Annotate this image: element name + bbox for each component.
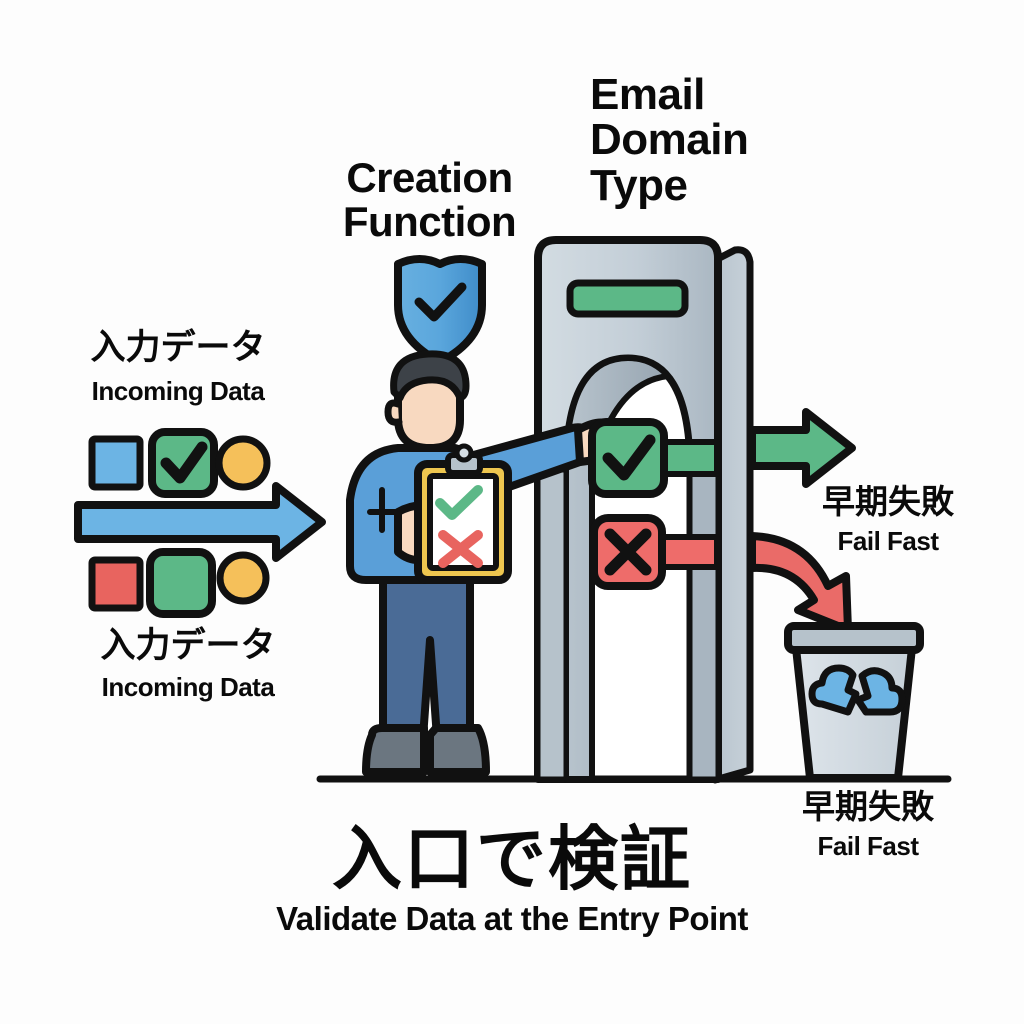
broken-cloud-icon <box>808 664 906 716</box>
gate-right-jamb <box>687 467 721 782</box>
green-square-icon <box>146 548 216 618</box>
person-left-shoe <box>362 724 428 776</box>
validation-gate <box>534 236 754 784</box>
label-gate-fields: Email Domain Type <box>590 70 749 210</box>
check-badge-icon <box>588 418 720 498</box>
clipboard-icon <box>414 443 512 584</box>
label-fail-fast-jp-top: 早期失敗 <box>822 483 954 520</box>
gate-side-panel <box>696 246 754 784</box>
blue-square-icon <box>88 435 144 491</box>
label-creation-function: Creation Function <box>342 154 517 246</box>
gate-indicator-bar <box>566 279 689 318</box>
label-fail-fast-en-bottom: Fail Fast <box>817 831 919 861</box>
clipboard-check-mark <box>435 485 483 520</box>
reject-cross-mark <box>604 528 652 576</box>
incoming-data-arrow <box>74 482 326 562</box>
label-incoming-data-en-top: Incoming Data <box>91 376 265 406</box>
person-right-shoe <box>426 724 490 776</box>
label-fail-fast-en-top: Fail Fast <box>837 526 939 556</box>
cross-badge-icon <box>590 514 720 590</box>
label-incoming-data-en-bottom: Incoming Data <box>101 672 275 702</box>
label-incoming-data-jp-bottom: 入力データ <box>100 626 276 665</box>
bin-lid <box>784 622 924 654</box>
caption-title-en: Validate Data at the Entry Point <box>276 900 748 937</box>
gate-left-jamb <box>535 467 569 782</box>
clipboard-cross-mark <box>438 530 483 568</box>
person-hair <box>390 350 470 402</box>
incoming-shapes-bottom <box>88 548 270 618</box>
label-fail-fast-jp-bottom: 早期失敗 <box>802 788 934 825</box>
green-square-check-mark <box>160 441 208 484</box>
shield-check-icon <box>394 255 486 366</box>
yellow-circle-icon <box>215 435 271 491</box>
caption-title-jp: 入口で検証 <box>332 820 692 898</box>
yellow-circle-icon-2 <box>216 551 270 605</box>
red-square-icon <box>88 556 144 612</box>
incoming-shapes-top <box>88 428 271 498</box>
label-incoming-data-jp-top: 入力データ <box>90 328 266 367</box>
trash-bin-icon <box>784 622 924 782</box>
clipboard-clip-hole <box>454 443 474 463</box>
person-ear <box>384 399 403 426</box>
pass-arrow <box>748 408 856 488</box>
reject-curved-arrow <box>748 532 852 634</box>
pass-check-mark <box>602 434 656 481</box>
